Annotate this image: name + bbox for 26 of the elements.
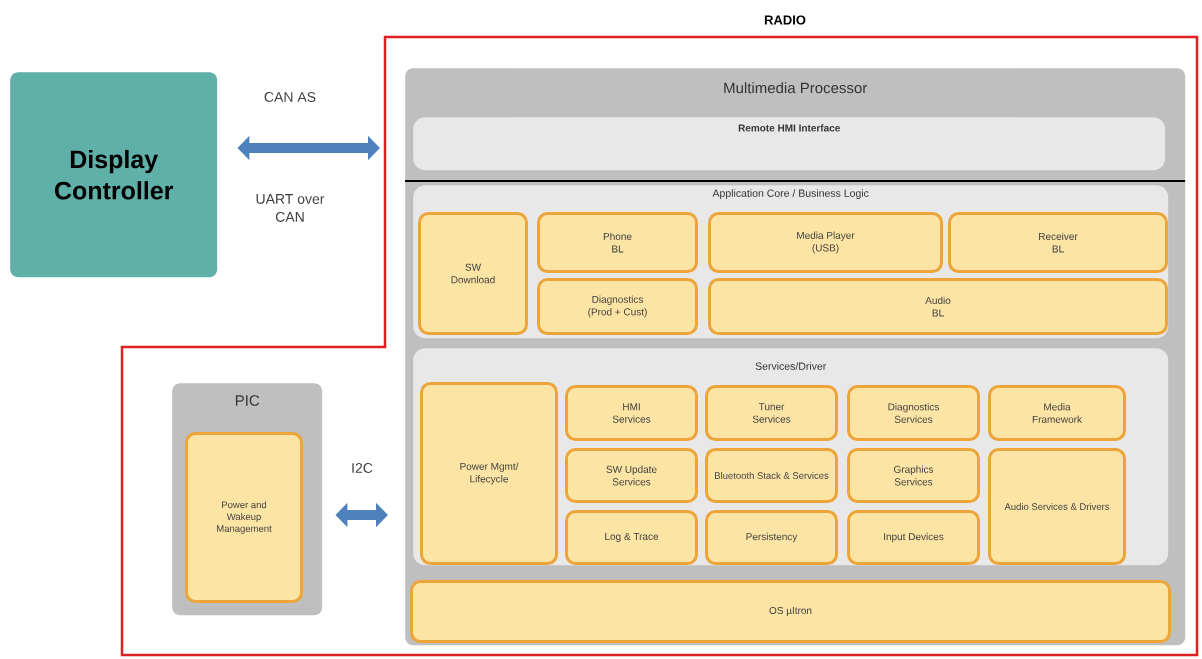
module-box: Tuner Services xyxy=(705,385,838,441)
interface-band: Remote HMI Interface xyxy=(413,117,1166,171)
module-box: SW Download xyxy=(418,212,528,335)
module-box: Log & Trace xyxy=(565,510,698,565)
module-box: Power Mgmt/ Lifecycle xyxy=(420,382,558,565)
module-box: Receiver BL xyxy=(948,212,1168,273)
module-box: SW Update Services xyxy=(565,448,698,503)
node-label: RADIO xyxy=(764,15,806,25)
controller-box: Display Controller xyxy=(10,72,218,278)
module-box: Phone BL xyxy=(537,212,698,273)
module-box: OS µItron xyxy=(410,580,1171,643)
module-box: Bluetooth Stack & Services xyxy=(705,448,838,503)
module-box: Audio BL xyxy=(708,278,1168,335)
module-box: Persistency xyxy=(705,510,838,565)
edge-label: CAN AS xyxy=(262,91,318,103)
module-box: Audio Services & Drivers xyxy=(988,448,1126,565)
protocol-label: UART over CAN xyxy=(256,194,325,222)
module-box: Input Devices xyxy=(847,510,980,565)
module-box: Power and Wakeup Management xyxy=(185,432,303,603)
module-box: HMI Services xyxy=(565,385,698,441)
edge-label: I2C xyxy=(350,462,374,474)
module-box: Graphics Services xyxy=(847,448,980,503)
module-box: Media Framework xyxy=(988,385,1126,441)
module-box: Diagnostics Services xyxy=(847,385,980,441)
module-box: Media Player (USB) xyxy=(708,212,943,273)
module-box: Diagnostics (Prod + Cust) xyxy=(537,278,698,335)
